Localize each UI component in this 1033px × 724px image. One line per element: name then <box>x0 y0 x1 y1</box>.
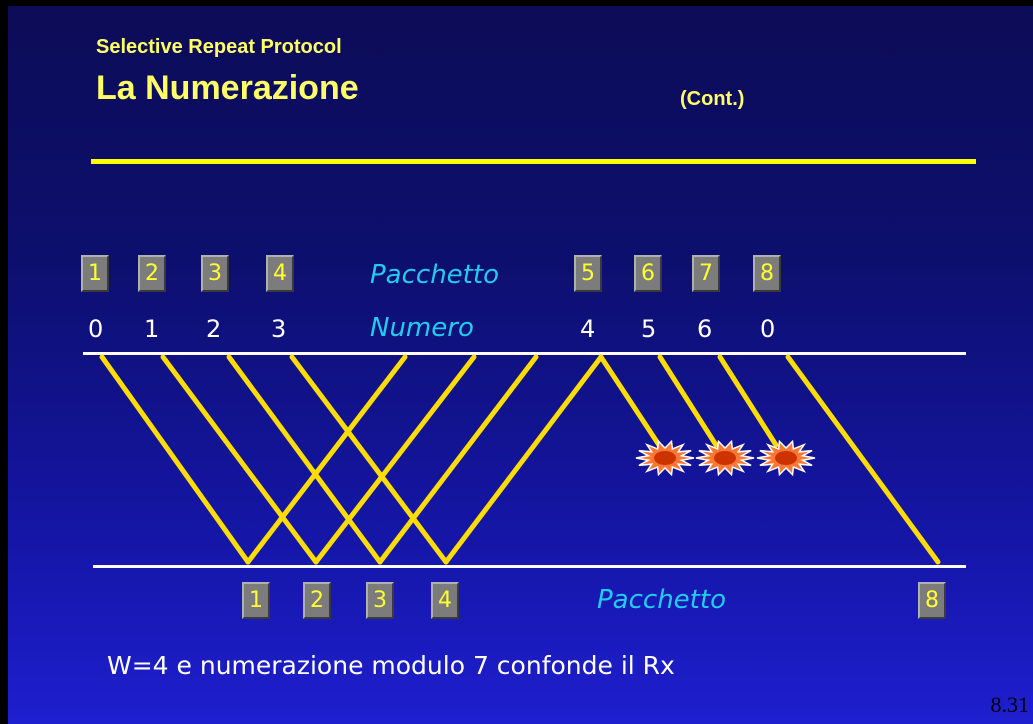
seq-number-4: 3 <box>271 315 287 343</box>
sender-packet-6: 6 <box>634 255 662 292</box>
receiver-packet-3: 3 <box>366 582 394 619</box>
seq-number-3: 2 <box>206 315 222 343</box>
slide-subtitle: Selective Repeat Protocol <box>96 36 342 58</box>
sender-packet-7: 7 <box>692 255 720 292</box>
seq-number-5: 4 <box>580 315 596 343</box>
lost-packet-burst-core-5 <box>654 451 676 465</box>
sender-packet-8: 8 <box>753 255 781 292</box>
sender-packet-3: 3 <box>201 255 229 292</box>
seq-number-8: 0 <box>760 315 776 343</box>
ack-line-1 <box>245 354 408 565</box>
receiver-packet-label: Pacchetto <box>597 585 726 615</box>
ack-line-4 <box>443 354 604 565</box>
ack-line-3 <box>377 354 539 565</box>
packet-line-8 <box>785 354 941 565</box>
packet-line-4 <box>289 354 449 565</box>
seq-number-1: 0 <box>88 315 104 343</box>
sender-packet-4: 4 <box>266 255 294 292</box>
packet-line-2 <box>160 354 319 565</box>
continued-label: (Cont.) <box>680 88 745 110</box>
page-number: 8.31 <box>990 692 1030 717</box>
packet-line-1 <box>99 354 251 565</box>
lost-packet-burst-core-6 <box>714 451 736 465</box>
sender-packet-5: 5 <box>574 255 602 292</box>
packet-line-5 <box>598 354 662 448</box>
sender-number-label: Numero <box>370 313 474 343</box>
receiver-packet-8: 8 <box>918 582 946 619</box>
lost-packet-burst-core-7 <box>775 451 797 465</box>
sender-packet-1: 1 <box>81 255 109 292</box>
seq-number-6: 5 <box>641 315 657 343</box>
sender-packet-label: Pacchetto <box>370 260 499 290</box>
slide-title: La Numerazione <box>96 69 359 107</box>
sender-packet-2: 2 <box>138 255 166 292</box>
packet-line-6 <box>657 354 719 448</box>
receiver-packet-1: 1 <box>242 582 270 619</box>
seq-number-2: 1 <box>144 315 160 343</box>
seq-number-7: 6 <box>697 315 713 343</box>
packet-line-3 <box>226 354 383 565</box>
title-underline <box>91 159 976 164</box>
receiver-packet-2: 2 <box>303 582 331 619</box>
sender-timeline <box>83 352 966 355</box>
packet-line-7 <box>717 354 779 448</box>
conclusion-note: W=4 e numerazione modulo 7 confonde il R… <box>107 651 675 680</box>
receiver-timeline <box>93 565 966 568</box>
receiver-packet-4: 4 <box>431 582 459 619</box>
ack-line-2 <box>313 354 477 565</box>
